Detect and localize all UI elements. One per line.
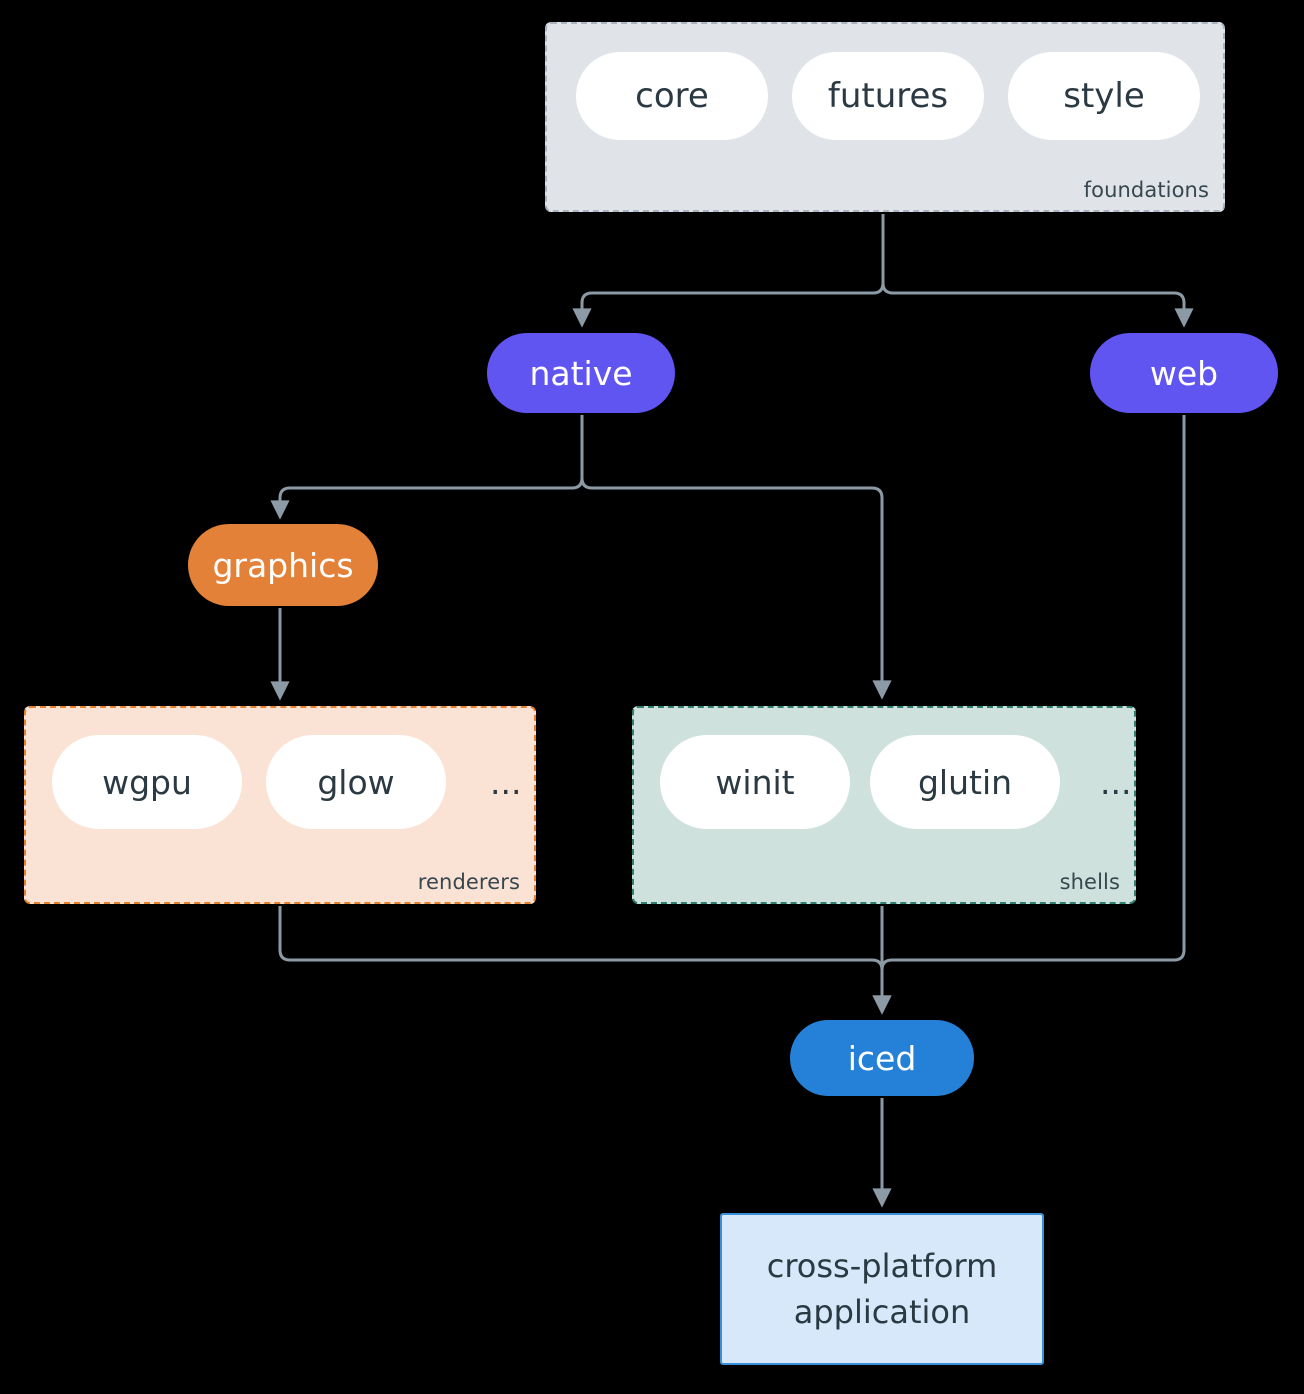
renderers-more-ellipsis: ... (490, 762, 522, 802)
shells-chip-row: winit glutin ... (660, 735, 1131, 829)
group-renderers: wgpu glow ... renderers (24, 706, 536, 904)
chip-wgpu[interactable]: wgpu (52, 735, 242, 829)
edge-foundations-to-web (881, 282, 1194, 328)
group-label-foundations: foundations (1083, 178, 1209, 202)
chip-futures[interactable]: futures (792, 52, 984, 140)
node-web[interactable]: web (1090, 333, 1278, 413)
chip-core[interactable]: core (576, 52, 768, 140)
shells-more-ellipsis: ... (1100, 762, 1132, 802)
node-iced[interactable]: iced (790, 1020, 974, 1096)
edge-foundations-to-native (572, 214, 885, 328)
group-foundations: core futures style foundations (545, 22, 1225, 212)
foundations-chip-row: core futures style (576, 52, 1200, 140)
group-shells: winit glutin ... shells (632, 706, 1136, 904)
node-native[interactable]: native (487, 333, 675, 413)
edge-native-to-shells (580, 477, 892, 700)
application-label-line1: cross-platform (766, 1246, 998, 1285)
edge-native-to-graphics (270, 415, 584, 520)
chip-glutin[interactable]: glutin (870, 735, 1060, 829)
edge-renderers-to-iced (278, 906, 892, 1015)
chip-style[interactable]: style (1008, 52, 1200, 140)
renderers-chip-row: wgpu glow ... (52, 735, 521, 829)
chip-winit[interactable]: winit (660, 735, 850, 829)
group-label-renderers: renderers (417, 870, 520, 894)
application-label-line2: application (793, 1293, 971, 1331)
chip-glow[interactable]: glow (266, 735, 446, 829)
node-cross-platform-application[interactable]: cross-platform application (720, 1213, 1044, 1365)
node-graphics[interactable]: graphics (188, 524, 378, 606)
group-label-shells: shells (1059, 870, 1120, 894)
